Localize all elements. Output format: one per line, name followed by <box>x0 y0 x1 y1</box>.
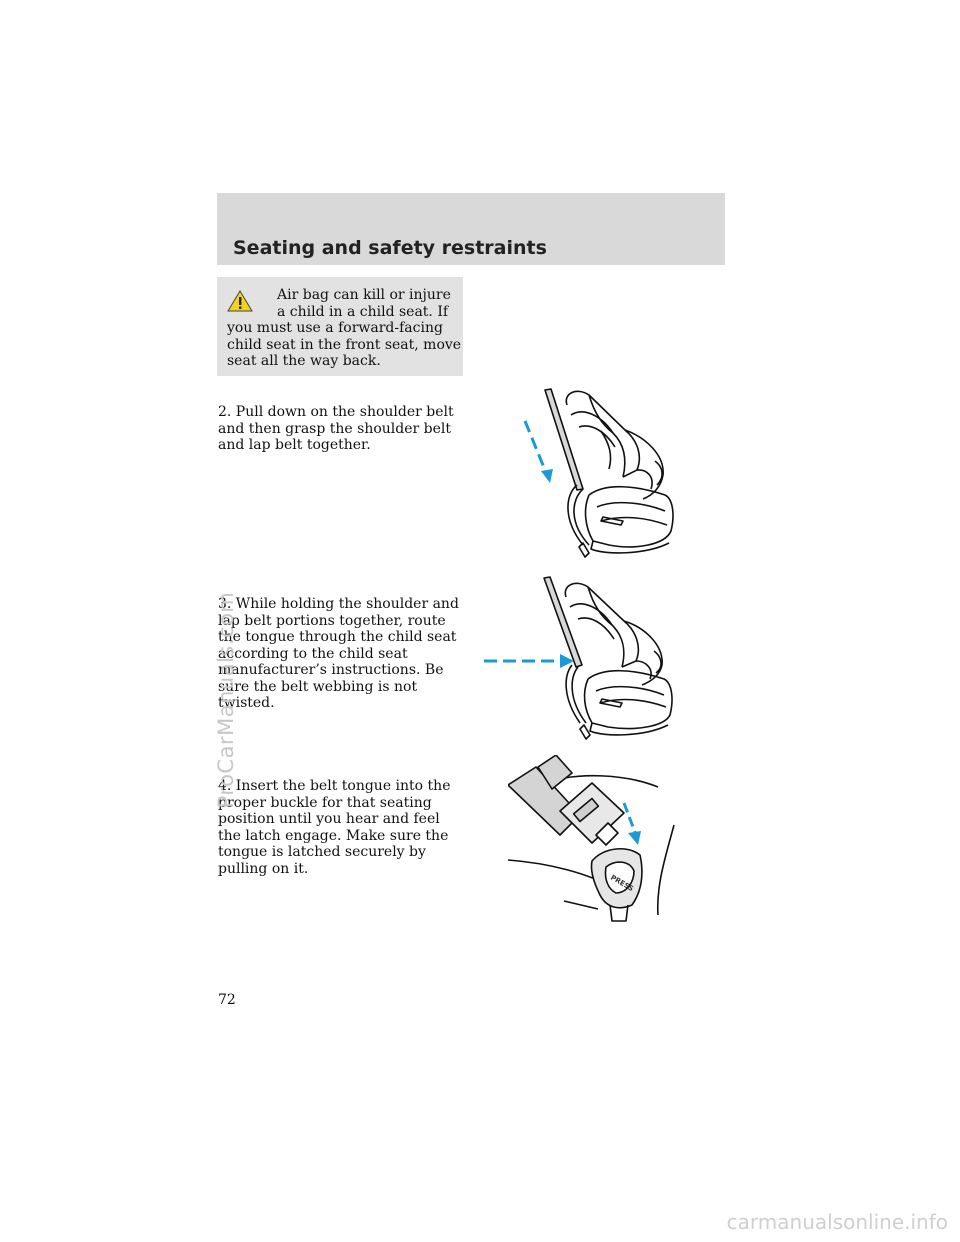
warning-box: Air bag can kill or injure a child in a … <box>217 277 463 376</box>
warning-text: Air bag can kill or injure a child in a … <box>227 287 462 369</box>
child-seat-pull-belt-illustration <box>523 388 674 558</box>
section-header: Seating and safety restraints <box>217 193 725 265</box>
warning-triangle-icon <box>227 290 253 312</box>
step-4-text: 4. Insert the belt tongue into the prope… <box>218 778 451 877</box>
step-3-text: 3. While holding the shoulder and lap be… <box>218 596 459 711</box>
side-watermark: ProCarManuals.com <box>214 591 238 809</box>
child-seat-route-tongue-illustration <box>484 576 673 740</box>
buckle-insert-illustration: PRESS <box>508 755 675 922</box>
step-2-text: 2. Pull down on the shoulder belt and th… <box>218 404 454 453</box>
section-title: Seating and safety restraints <box>233 237 547 259</box>
footer-watermark: carmanualsonline.info <box>726 1210 948 1234</box>
warning-text-container: Air bag can kill or injure a child in a … <box>227 287 463 370</box>
page-number: 72 <box>218 992 236 1008</box>
